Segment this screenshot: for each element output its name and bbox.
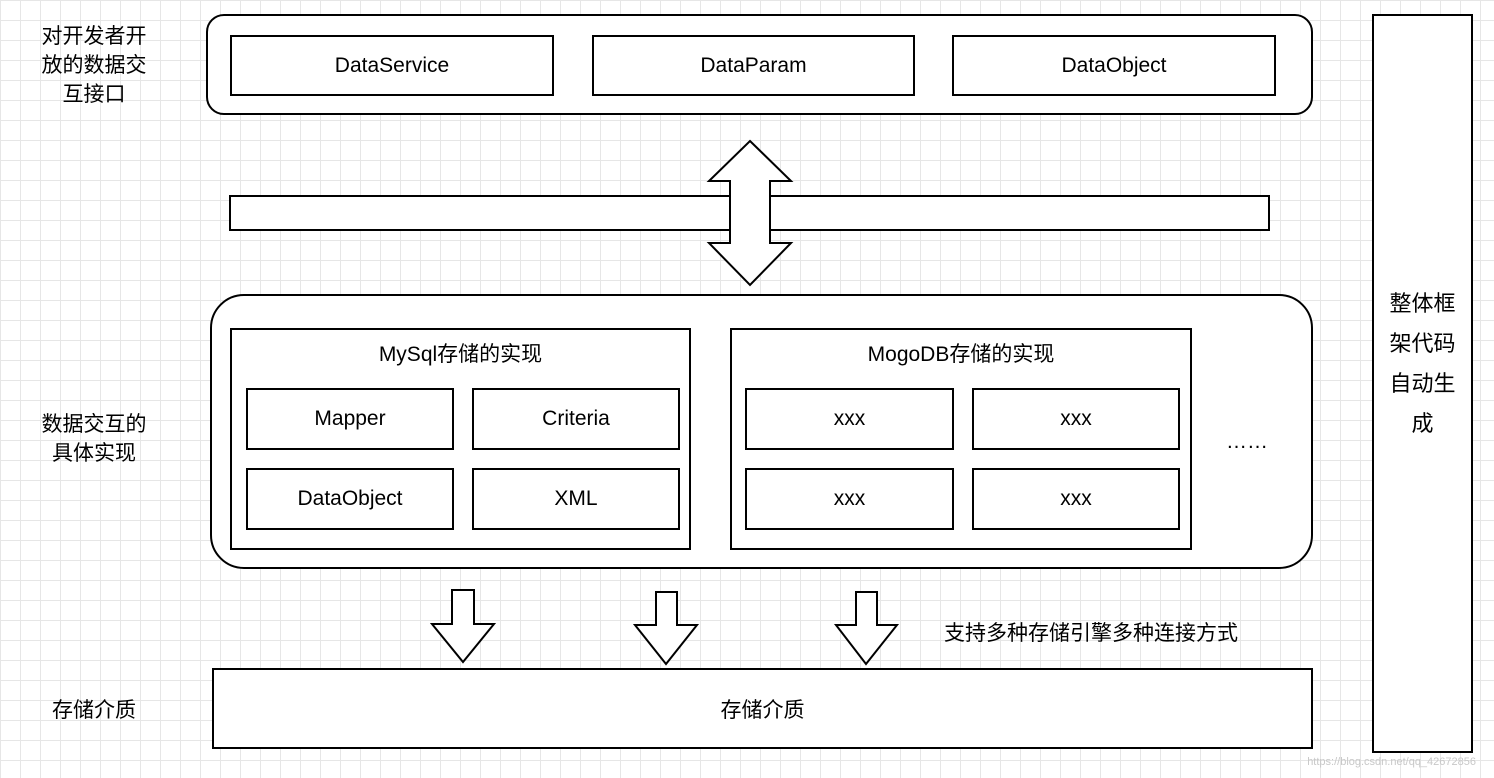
watermark: https://blog.csdn.net/qq_42672856	[1307, 756, 1476, 768]
mysql-item-criteria: Criteria	[472, 388, 680, 450]
mysql-item-xml: XML	[472, 468, 680, 530]
mongodb-item: xxx	[745, 468, 954, 530]
interface-item-dataservice: DataService	[230, 35, 554, 96]
connection-note: 支持多种存储引擎多种连接方式	[944, 622, 1238, 645]
mysql-group-title: MySql存储的实现	[378, 343, 543, 366]
down-arrow-icon	[429, 589, 497, 664]
label-interface-layer: 对开发者开 放的数据交 互接口	[41, 25, 147, 106]
mongodb-item: xxx	[745, 388, 954, 450]
down-arrow-icon	[632, 591, 700, 666]
label-implementation-layer: 数据交互的 具体实现	[41, 413, 147, 465]
framework-codegen-box	[1372, 14, 1473, 753]
interface-item-dataparam: DataParam	[592, 35, 915, 96]
mysql-item-mapper: Mapper	[246, 388, 454, 450]
mysql-item-dataobject: DataObject	[246, 468, 454, 530]
double-arrow-icon	[706, 139, 794, 287]
label-storage-layer: 存储介质	[52, 699, 136, 722]
mongodb-item: xxx	[972, 468, 1180, 530]
framework-codegen-label: 整体框 架代码 自动生 成	[1389, 291, 1456, 436]
more-implementations-ellipsis: ……	[1226, 430, 1268, 453]
interface-item-dataobject: DataObject	[952, 35, 1276, 96]
storage-medium-box: 存储介质	[212, 668, 1313, 749]
mongodb-item: xxx	[972, 388, 1180, 450]
down-arrow-icon	[833, 591, 900, 666]
mongodb-group-title: MogoDB存储的实现	[867, 343, 1055, 366]
